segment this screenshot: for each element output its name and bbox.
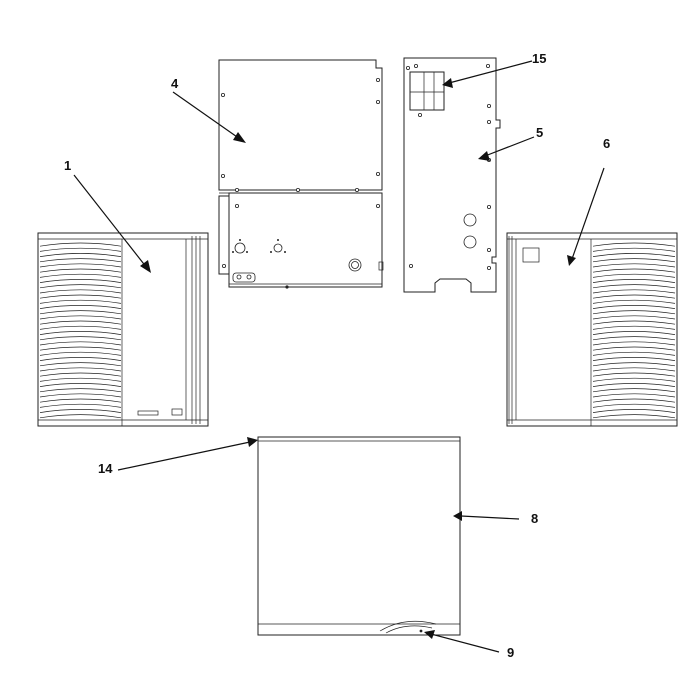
louver-fin xyxy=(39,253,122,257)
louver-fin xyxy=(39,377,122,382)
top-access-panel xyxy=(218,59,383,191)
louver-fin xyxy=(39,409,122,413)
louver-fin xyxy=(592,299,676,304)
louver-fin xyxy=(592,289,676,294)
louver-fin xyxy=(592,403,676,408)
louver-fin xyxy=(39,310,122,315)
louver-fin xyxy=(592,310,676,315)
louver-fin xyxy=(592,393,676,398)
left-side-panel xyxy=(37,232,209,427)
louver-fin xyxy=(39,398,122,403)
callout-15: 15 xyxy=(532,51,546,66)
louver-fin xyxy=(592,341,676,346)
left-louver-grille xyxy=(39,242,122,419)
louver-fin xyxy=(39,325,122,330)
louver-fin xyxy=(592,346,676,351)
louver-fin xyxy=(592,315,676,320)
louver-fin xyxy=(592,320,676,325)
louver-fin xyxy=(592,284,676,289)
louver-fin xyxy=(39,393,122,398)
louver-fin xyxy=(592,305,676,309)
louver-fin xyxy=(39,346,122,351)
louver-fin xyxy=(39,299,122,304)
louver-fin xyxy=(39,357,122,361)
louver-fin xyxy=(592,325,676,330)
louver-fin xyxy=(39,294,122,299)
control-box-panel xyxy=(218,187,384,289)
right-louver-grille xyxy=(592,242,676,419)
callout-9: 9 xyxy=(507,645,514,660)
right-side-panel xyxy=(506,232,678,427)
louver-fin xyxy=(39,279,122,283)
louver-fin xyxy=(39,383,122,387)
louver-fin xyxy=(39,362,122,367)
louver-fin xyxy=(592,294,676,299)
louver-fin xyxy=(39,320,122,325)
louver-fin xyxy=(39,403,122,408)
louver-fin xyxy=(592,409,676,413)
louver-fin xyxy=(39,331,122,335)
louver-fin xyxy=(39,289,122,294)
louver-fin xyxy=(39,305,122,309)
louver-fin xyxy=(592,331,676,335)
louver-fin xyxy=(592,388,676,393)
louver-fin xyxy=(592,279,676,283)
louver-fin xyxy=(592,398,676,403)
louver-fin xyxy=(592,253,676,257)
louver-fin xyxy=(39,284,122,289)
louver-fin xyxy=(39,341,122,346)
callout-8: 8 xyxy=(531,511,538,526)
louver-fin xyxy=(39,388,122,393)
louver-fin xyxy=(592,377,676,382)
louver-fin xyxy=(39,315,122,320)
callout-4: 4 xyxy=(171,76,179,91)
louver-fin xyxy=(39,351,122,356)
louver-fin xyxy=(592,414,676,419)
louver-fin xyxy=(39,268,122,273)
partition-panel xyxy=(403,57,501,293)
louver-fin xyxy=(39,242,122,247)
callout-6: 6 xyxy=(603,136,610,151)
louver-fin xyxy=(39,336,122,341)
louver-fin xyxy=(592,336,676,341)
louver-fin xyxy=(592,258,676,263)
louver-fin xyxy=(592,263,676,268)
louver-fin xyxy=(39,414,122,419)
louver-fin xyxy=(592,357,676,361)
callout-labels: 1 4 15 5 6 14 8 9 xyxy=(64,51,610,660)
louver-fin xyxy=(592,273,676,278)
louver-fin xyxy=(592,362,676,367)
louver-fin xyxy=(39,247,122,252)
louver-fin xyxy=(39,273,122,278)
top-cover-panel xyxy=(257,436,461,636)
louver-fin xyxy=(592,372,676,377)
callout-5: 5 xyxy=(536,125,543,140)
callout-1: 1 xyxy=(64,158,71,173)
leader-lines xyxy=(73,60,605,653)
louver-fin xyxy=(592,242,676,247)
louver-fin xyxy=(39,258,122,263)
louver-fin xyxy=(39,263,122,268)
louver-fin xyxy=(592,247,676,252)
louver-fin xyxy=(592,268,676,273)
louver-fin xyxy=(592,383,676,387)
callout-14: 14 xyxy=(98,461,113,476)
louver-fin xyxy=(39,367,122,372)
louver-fin xyxy=(39,372,122,377)
louver-fin xyxy=(592,367,676,372)
louver-fin xyxy=(592,351,676,356)
